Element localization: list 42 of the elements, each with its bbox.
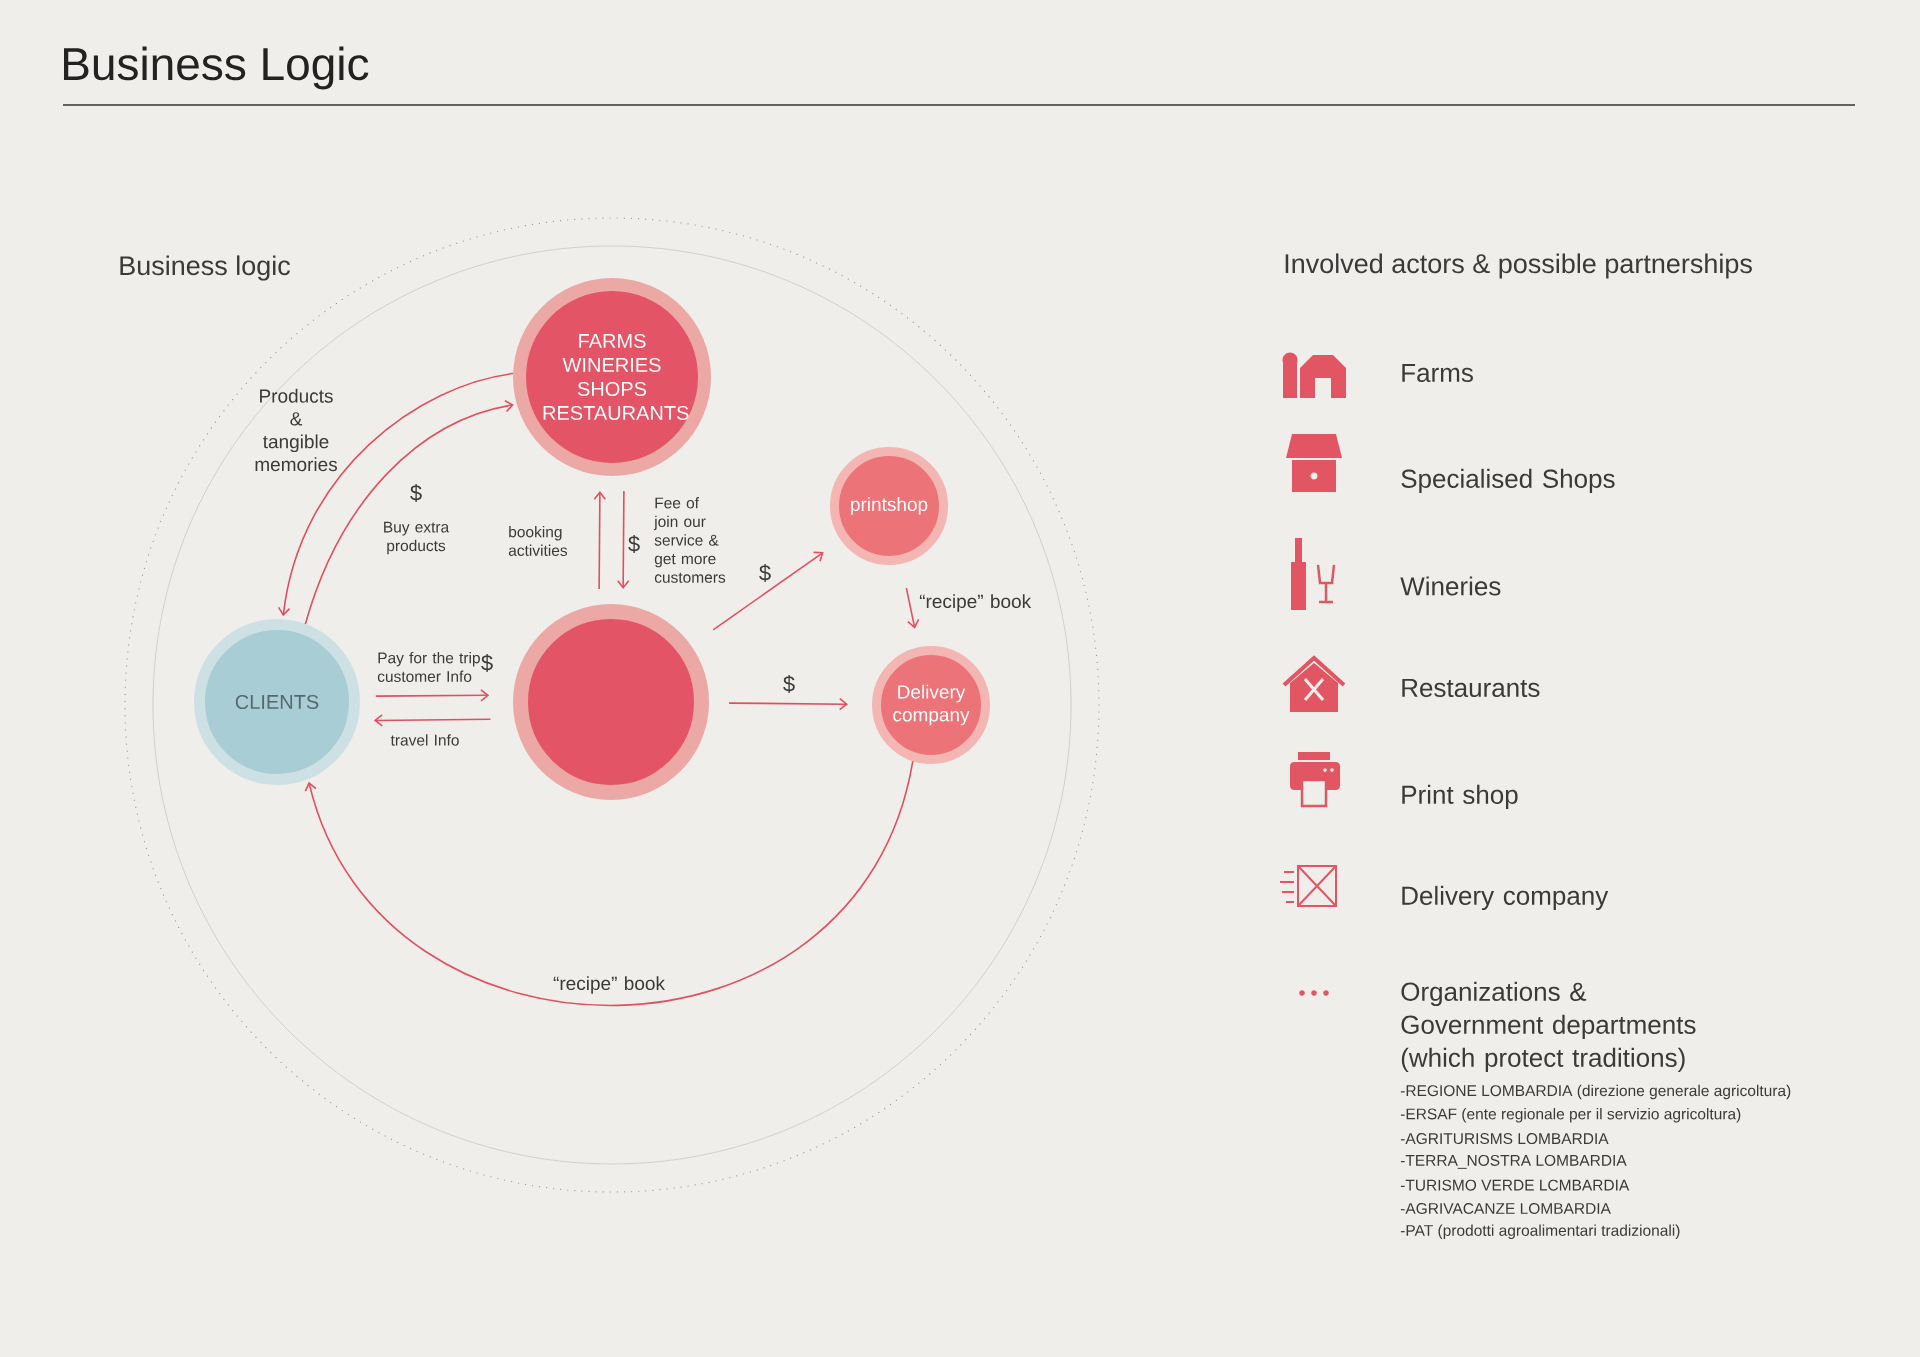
list-item: -PAT (prodotti agroalimentari tradizionali): [1400, 1224, 1680, 1239]
legend-text: Print shop: [1402, 784, 1518, 810]
arrow: [373, 714, 492, 727]
title: Business Logic: [64, 46, 369, 90]
circle-node: CLIENTS: [194, 619, 360, 785]
edge-label: booking activities: [508, 526, 568, 556]
list-item: -ERSAF (ente regionale per il servizio agricoltura): [1400, 1108, 1741, 1123]
edge-label: Products & tangible memories: [255, 388, 337, 472]
dollar-sign: $: [628, 535, 640, 553]
dollar-sign: $: [481, 654, 493, 672]
heading: Involved actors & possible partnerships: [1285, 253, 1752, 279]
edge-label: $: [759, 564, 771, 582]
list-item: -AGRITURISMS LOMBARDIA: [1400, 1133, 1609, 1145]
arrow: [905, 587, 920, 629]
circle-node: FARMS WINERIES SHOPS RESTAURANTS: [513, 278, 711, 476]
arrow: [304, 760, 914, 1007]
arrow: [712, 551, 824, 631]
list-item: -TERRA_NOSTRA LOMBARDIA: [1400, 1154, 1627, 1169]
legend-text: Farms: [1402, 363, 1473, 383]
list-item: -TURISMO VERDE LCMBARDIA: [1400, 1179, 1630, 1191]
arrow: [277, 372, 514, 617]
arrow: [728, 697, 848, 711]
list-item: -REGIONE LOMBARDIA (direzione generale agricoltura): [1400, 1084, 1791, 1100]
legend-text: Organizations & Government departments (which protect traditions): [1401, 981, 1696, 1073]
list-item: -AGRIVACANZE LOMBARDIA: [1400, 1203, 1611, 1214]
dollar-sign: $: [410, 484, 422, 502]
subtitle: Business logic: [120, 255, 291, 281]
legend-text: Specialised Shops: [1401, 468, 1615, 494]
edge-label: $: [783, 675, 795, 693]
edge-label: Buy extra products: [384, 521, 450, 555]
legend-text: Delivery company: [1402, 885, 1609, 911]
arrow: [375, 689, 490, 702]
edge-label: Fee of join our service & get more customers: [653, 497, 726, 583]
legend-text: Restaurants: [1402, 678, 1540, 698]
arrow: [304, 399, 514, 625]
edge-label: “recipe” book: [553, 976, 665, 994]
arrow: [616, 490, 630, 589]
legend-text: Wineries: [1400, 576, 1501, 596]
arrow: [593, 490, 607, 590]
edge-label: Pay for the trip customer Info: [377, 652, 480, 682]
edge-label: travel Info: [390, 734, 459, 746]
edge-label: “recipe” book: [919, 594, 1032, 612]
